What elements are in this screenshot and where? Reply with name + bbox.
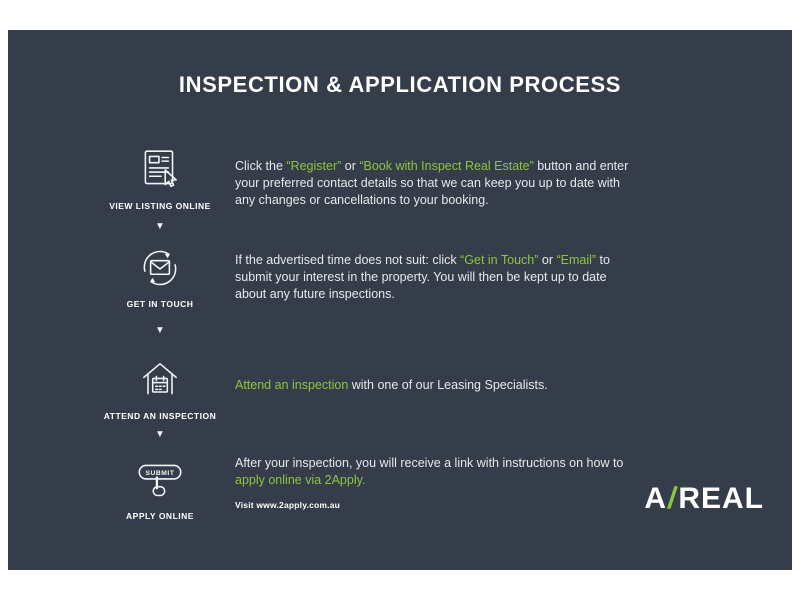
areal-logo: A/REAL (644, 482, 764, 516)
submit-button-label: SUBMIT (146, 470, 175, 477)
infographic-card: INSPECTION & APPLICATION PROCESS VIEW LI… (8, 30, 792, 570)
step-label: GET IN TOUCH (126, 299, 194, 309)
visit-url-note: Visit www.2apply.com.au (235, 500, 341, 510)
body-text: with one of our Leasing Specialists. (348, 378, 548, 392)
step-apply-online: SUBMIT APPLY ONLINE (100, 458, 220, 521)
highlighted-text: “Get in Touch” (460, 253, 539, 267)
highlighted-text: apply online via 2Apply. (235, 472, 366, 487)
listing-document-icon (144, 150, 177, 188)
step-label: ATTEND AN INSPECTION (103, 411, 217, 421)
hand-cursor-icon (152, 485, 166, 497)
down-arrow-icon: ▼ (155, 429, 165, 440)
email-sync-icon (143, 250, 177, 286)
body-text: If the advertised time does not suit: cl… (235, 253, 461, 267)
step-label: VIEW LISTING ONLINE (109, 201, 211, 211)
submit-hand-icon: SUBMIT (138, 464, 182, 497)
logo-text-real: REAL (678, 482, 764, 515)
highlighted-text: “Register” (286, 159, 342, 173)
body-text: button and enter your preferred contact … (235, 159, 629, 207)
highlighted-text: “Email” (556, 253, 597, 267)
body-text: or (538, 253, 557, 267)
step-view-listing-online: VIEW LISTING ONLINE (100, 146, 220, 211)
step-description-2: If the advertised time does not suit: cl… (235, 252, 635, 303)
page-title: INSPECTION & APPLICATION PROCESS (178, 72, 622, 97)
hand-cursor-icon (164, 169, 177, 188)
step-description-1: Click the “Register” or “Book with Inspe… (235, 158, 635, 209)
step-attend-an-inspection: ATTEND AN INSPECTION (100, 356, 220, 421)
body-text: to submit your interest in the property.… (235, 253, 610, 301)
step-description-3: Attend an inspection with one of our Lea… (235, 377, 635, 394)
body-text: After your inspection, you will receive … (235, 456, 624, 470)
step-get-in-touch: GET IN TOUCH (100, 244, 220, 309)
step-label: APPLY ONLINE (126, 511, 194, 521)
logo-letter-a: A (644, 482, 667, 515)
highlighted-text: Attend an inspection (235, 378, 349, 392)
body-text: Click the (235, 159, 287, 173)
down-arrow-icon: ▼ (155, 221, 165, 232)
house-calendar-icon (143, 363, 177, 395)
step-description-4: After your inspection, you will receive … (235, 455, 635, 489)
down-arrow-icon: ▼ (155, 325, 165, 336)
body-text: or (341, 159, 360, 173)
highlighted-text: “Book with Inspect Real Estate” (359, 159, 534, 173)
